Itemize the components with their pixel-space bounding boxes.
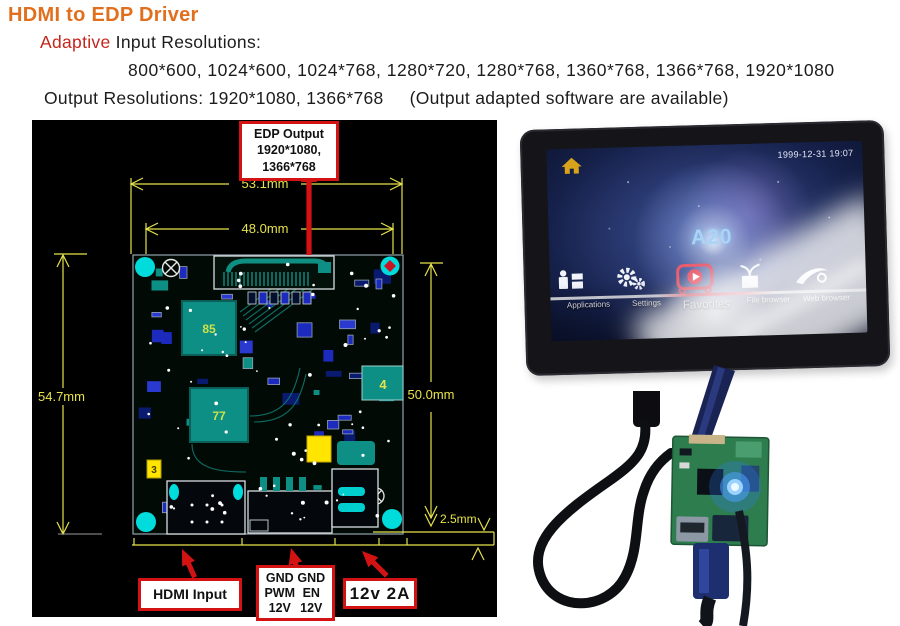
pin-label: 12V	[300, 601, 323, 615]
settings-icon	[613, 264, 678, 296]
smd-row	[247, 291, 312, 305]
usb-plug	[693, 543, 729, 599]
applications-icon	[555, 265, 620, 297]
usb-plug-highlight	[699, 549, 709, 593]
tablet-screen: 1999-12-31 19:07 A20 Applications Settin…	[546, 140, 868, 342]
page-title: HDMI to EDP Driver	[8, 4, 199, 26]
pin-label: EN	[302, 586, 320, 600]
flex-sheen	[696, 367, 725, 441]
pin-label: 12V	[268, 601, 291, 615]
dock-item-settings: Settings	[613, 264, 678, 309]
pin-label: GND	[265, 571, 294, 585]
hdmi-connector	[166, 480, 246, 535]
pcb-diagram-panel: 85 77 4 3	[32, 120, 497, 621]
usb-cable	[698, 595, 717, 626]
edp-connector	[213, 255, 335, 290]
hdmi-input-arrow	[182, 549, 197, 579]
dim-right-height: 50.0mm	[408, 387, 455, 402]
edp-output-line2: 1920*1080, 1366*768	[257, 143, 321, 174]
pin-label: GND	[297, 571, 326, 585]
input-label: Input Resolutions:	[110, 32, 262, 52]
pin-label: PWM	[264, 586, 296, 600]
chip-4: 4	[361, 365, 404, 401]
dimension-lines	[54, 177, 495, 561]
yellow-part	[306, 435, 332, 463]
part-3: 3	[146, 459, 162, 479]
main-chip-77: 77	[189, 387, 249, 443]
chip-77-label: 77	[212, 409, 226, 423]
edp-output-callout: EDP Output 1920*1080, 1366*768	[239, 121, 339, 181]
hdmi-input-callout: HDMI Input	[138, 578, 242, 611]
pcb-vias	[147, 262, 396, 521]
dim-hole-width: 48.0mm	[242, 221, 289, 236]
mounting-holes	[135, 256, 402, 532]
power-arrow	[362, 551, 389, 578]
power-pin-header	[247, 477, 333, 534]
dim-bottom-offset: 2.5mm	[440, 512, 477, 526]
cables-and-driver-board	[532, 365, 770, 626]
part-3-label: 3	[151, 465, 157, 476]
output-resolutions-line: Output Resolutions: 1920*1080, 1366*768 (…	[44, 88, 729, 109]
input-resolutions-list: 800*600, 1024*600, 1024*768, 1280*720, 1…	[128, 60, 835, 80]
power-spec-callout: 12v 2A	[343, 578, 417, 609]
output-label: Output Resolutions: 1920*1080, 1366*768	[44, 88, 384, 108]
input-resolutions-heading: Adaptive Input Resolutions:	[40, 32, 261, 53]
hdmi-cable-loop	[532, 418, 676, 609]
home-icon	[561, 157, 582, 174]
power-led	[709, 461, 761, 513]
edp-output-line1: EDP Output	[254, 127, 324, 141]
output-note: (Output adapted software are available)	[409, 88, 729, 108]
pin-header-callout: GND GND PWM EN 12V 12V	[256, 565, 335, 621]
adaptive-word: Adaptive	[40, 32, 111, 52]
power-cable	[735, 510, 752, 626]
product-photo: 1999-12-31 19:07 A20 Applications Settin…	[497, 119, 900, 626]
dc-power-connector	[331, 441, 379, 528]
dim-left-height: 54.7mm	[38, 389, 85, 404]
dock-item-applications: Applications	[555, 265, 620, 310]
chip-4-label: 4	[379, 377, 387, 392]
tablet-display: 1999-12-31 19:07 A20 Applications Settin…	[519, 119, 891, 377]
pcb-diagram: 85 77 4 3	[36, 164, 495, 579]
chip-85-label: 85	[202, 322, 216, 336]
